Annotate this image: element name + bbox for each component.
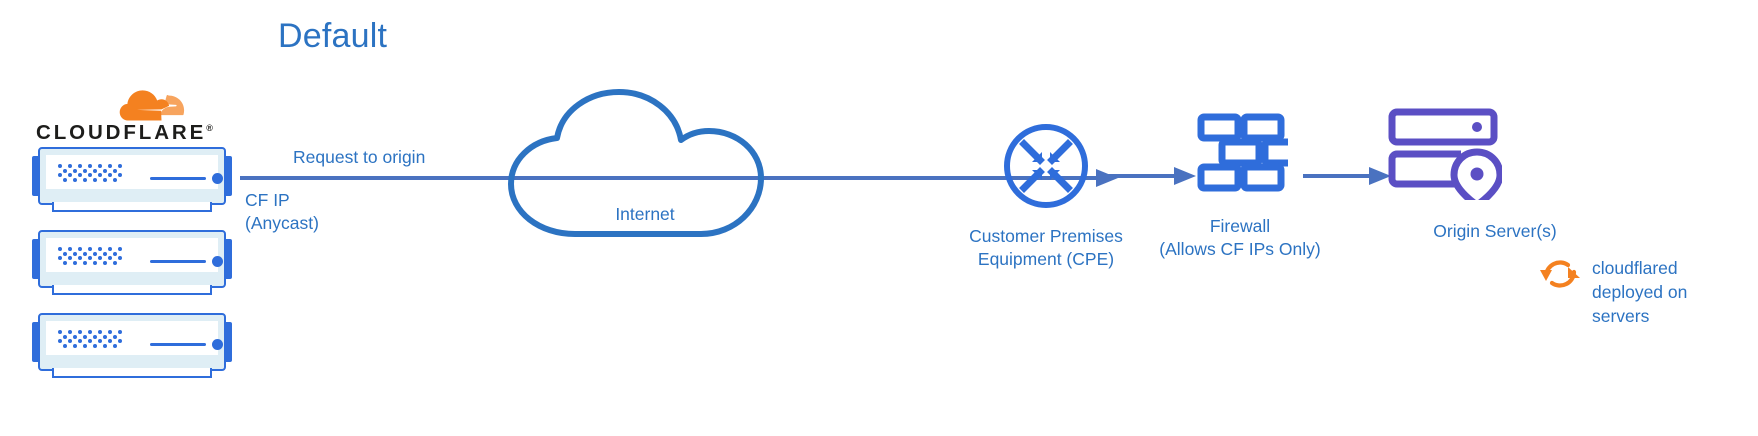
brick-wall-icon [1197, 113, 1288, 192]
cloudflare-logo: CLOUDFLARE® [36, 84, 226, 146]
cloudflare-wordmark: CLOUDFLARE® [36, 121, 226, 145]
connector-cpe-to-firewall [1108, 167, 1196, 185]
server-base [52, 202, 212, 212]
firewall-label-line1: Firewall [1209, 216, 1271, 236]
router-converge-arrows-icon [1004, 124, 1088, 208]
server-face [46, 238, 223, 272]
cpe-label-line1: Customer Premises [969, 226, 1123, 246]
connector-label-anycast: (Anycast) [245, 213, 319, 233]
cpe-label-line2: Equipment (CPE) [977, 249, 1115, 269]
server-vent-dots [58, 247, 130, 265]
server-rack-2 [32, 230, 232, 295]
connector-cf-to-cpe [240, 169, 1118, 187]
connector-firewall-to-origin [1303, 167, 1391, 185]
server-base [52, 368, 212, 378]
server-chassis [38, 230, 226, 288]
server-vent-dots [58, 330, 130, 348]
server-status-bar [150, 343, 206, 346]
server-chassis [38, 313, 226, 371]
server-status-bar [150, 177, 206, 180]
server-location-pin-icon [1388, 108, 1502, 200]
server-rack-3 [32, 313, 232, 378]
cloudflare-cloud-icon [119, 90, 185, 121]
server-face [46, 155, 223, 189]
cloud-icon [508, 89, 764, 237]
firewall-label-line2: (Allows CF IPs Only) [1159, 239, 1321, 259]
cloudflared-line3: servers [1592, 306, 1650, 327]
cloudflared-note: cloudflared deployed on servers [1592, 256, 1742, 328]
server-led [212, 339, 223, 350]
page-title: Default [278, 17, 388, 55]
registered-mark: ® [206, 123, 213, 134]
wordmark-text: CLOUDFLARE [36, 121, 207, 144]
cloudflared-line2: deployed on [1592, 282, 1688, 303]
connector-label-request: Request to origin [293, 147, 426, 167]
server-led [212, 173, 223, 184]
sync-arrows-icon [1540, 260, 1580, 288]
cloudflared-line1: cloudflared [1592, 258, 1678, 278]
server-chassis [38, 147, 226, 205]
server-rack-1 [32, 147, 232, 212]
connector-label-cfip: CF IP [245, 190, 290, 210]
server-led [212, 256, 223, 267]
origin-label-line1: Origin Server(s) [1433, 221, 1557, 241]
server-base [52, 285, 212, 295]
internet-label: Internet [615, 204, 675, 224]
server-status-bar [150, 260, 206, 263]
server-vent-dots [58, 164, 130, 182]
server-face [46, 321, 223, 355]
